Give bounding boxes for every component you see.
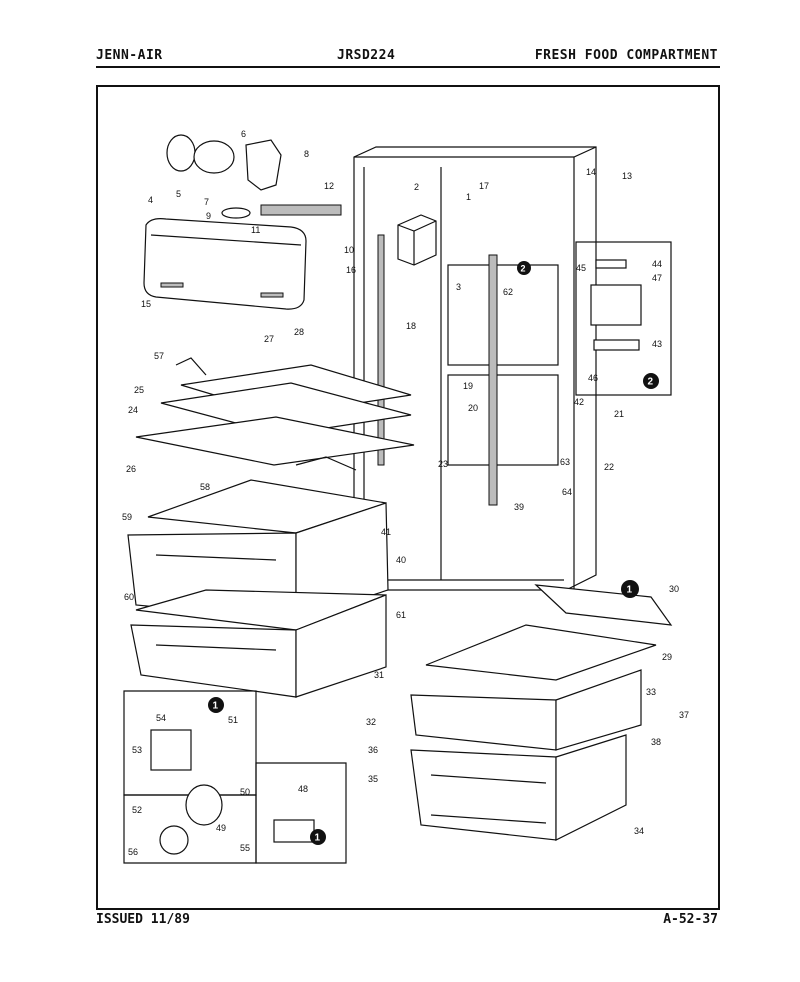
part-label-55: 55 [240, 843, 250, 853]
svg-text:2: 2 [521, 264, 526, 274]
part-label-5: 5 [176, 189, 181, 199]
meat-keeper-drawer [410, 584, 673, 751]
control-box [397, 214, 437, 266]
part-label-35: 35 [368, 774, 378, 784]
part-label-45: 45 [576, 263, 586, 273]
part-label-33: 33 [646, 687, 656, 697]
part-label-1: 1 [466, 192, 471, 202]
part-label-4: 4 [148, 195, 153, 205]
section-title: FRESH FOOD COMPARTMENT [534, 48, 718, 63]
svg-text:1: 1 [315, 833, 321, 844]
part-label-14: 14 [586, 167, 596, 177]
part-label-2: 2 [414, 182, 419, 192]
part-label-10: 10 [344, 245, 354, 255]
part-label-7: 7 [204, 197, 209, 207]
part-label-60: 60 [124, 592, 134, 602]
part-label-43: 43 [652, 339, 662, 349]
part-label-64: 64 [562, 487, 572, 497]
part-label-37: 37 [679, 710, 689, 720]
inset-detail-left [123, 690, 347, 864]
svg-text:2: 2 [648, 377, 654, 388]
part-label-15: 15 [141, 299, 151, 309]
part-label-53: 53 [132, 745, 142, 755]
model-number: JRSD224 [337, 48, 396, 63]
svg-text:1: 1 [627, 585, 633, 596]
glass-shelf-upper [135, 357, 415, 471]
exploded-parts-diagram: 1 1 1 2 2 123456789101112131415161718192… [122, 129, 689, 864]
crisper-drawer-left-lower [130, 589, 387, 698]
callout-ref-2: 2 [643, 373, 659, 389]
vegetable-drawer-right [410, 734, 627, 841]
part-label-54: 54 [156, 713, 166, 723]
shelf-rail [377, 234, 498, 506]
part-label-34: 34 [634, 826, 644, 836]
part-label-39: 39 [514, 502, 524, 512]
part-label-11: 11 [251, 225, 260, 235]
part-label-26: 26 [126, 464, 136, 474]
part-label-51: 51 [228, 715, 238, 725]
part-label-58: 58 [200, 482, 210, 492]
part-label-40: 40 [396, 555, 406, 565]
part-label-48: 48 [298, 784, 308, 794]
part-label-46: 46 [588, 373, 598, 383]
part-label-38: 38 [651, 737, 661, 747]
part-label-6: 6 [241, 129, 246, 139]
part-label-41: 41 [381, 527, 391, 537]
brand-label: JENN-AIR [96, 48, 163, 63]
callout-ref-1-inset: 1 [208, 697, 224, 713]
part-label-17: 17 [479, 181, 489, 191]
svg-text:1: 1 [213, 701, 219, 712]
issued-date: ISSUED 11/89 [96, 912, 190, 927]
part-label-23: 23 [438, 459, 448, 469]
part-label-16: 16 [346, 265, 356, 275]
part-label-13: 13 [622, 171, 632, 181]
callout-ref-1-stud: 1 [310, 829, 326, 845]
part-label-44: 44 [652, 259, 662, 269]
part-label-62: 62 [503, 287, 513, 297]
page-code: A-52-37 [663, 912, 718, 927]
part-label-28: 28 [294, 327, 304, 337]
part-label-31: 31 [374, 670, 384, 680]
part-label-27: 27 [264, 334, 274, 344]
part-label-32: 32 [366, 717, 376, 727]
part-label-9: 9 [206, 211, 211, 221]
inset-detail-right [575, 241, 672, 396]
callout-ref-1: 1 [621, 580, 639, 598]
part-label-22: 22 [604, 462, 614, 472]
part-label-18: 18 [406, 321, 416, 331]
part-label-24: 24 [128, 405, 138, 415]
part-label-3: 3 [456, 282, 461, 292]
diagram-frame [96, 85, 720, 910]
part-label-49: 49 [216, 823, 226, 833]
part-label-52: 52 [132, 805, 142, 815]
part-label-57: 57 [154, 351, 164, 361]
callout-ref-2-cabinet: 2 [517, 261, 531, 275]
part-label-25: 25 [134, 385, 144, 395]
part-label-12: 12 [324, 181, 334, 191]
cabinet [353, 146, 597, 591]
part-label-56: 56 [128, 847, 138, 857]
part-label-8: 8 [304, 149, 309, 159]
light-cover [143, 218, 307, 310]
part-label-42: 42 [574, 397, 584, 407]
part-label-61: 61 [396, 610, 406, 620]
header-rule [96, 66, 720, 68]
part-label-21: 21 [614, 409, 624, 419]
part-label-29: 29 [662, 652, 672, 662]
part-label-47: 47 [652, 273, 662, 283]
part-label-19: 19 [463, 381, 473, 391]
fan-assembly [166, 134, 342, 219]
part-label-63: 63 [560, 457, 570, 467]
part-label-30: 30 [669, 584, 679, 594]
part-label-20: 20 [468, 403, 478, 413]
part-number-labels: 1234567891011121314151617181920212223242… [122, 129, 689, 857]
part-label-50: 50 [240, 787, 250, 797]
part-label-36: 36 [368, 745, 378, 755]
part-label-59: 59 [122, 512, 132, 522]
